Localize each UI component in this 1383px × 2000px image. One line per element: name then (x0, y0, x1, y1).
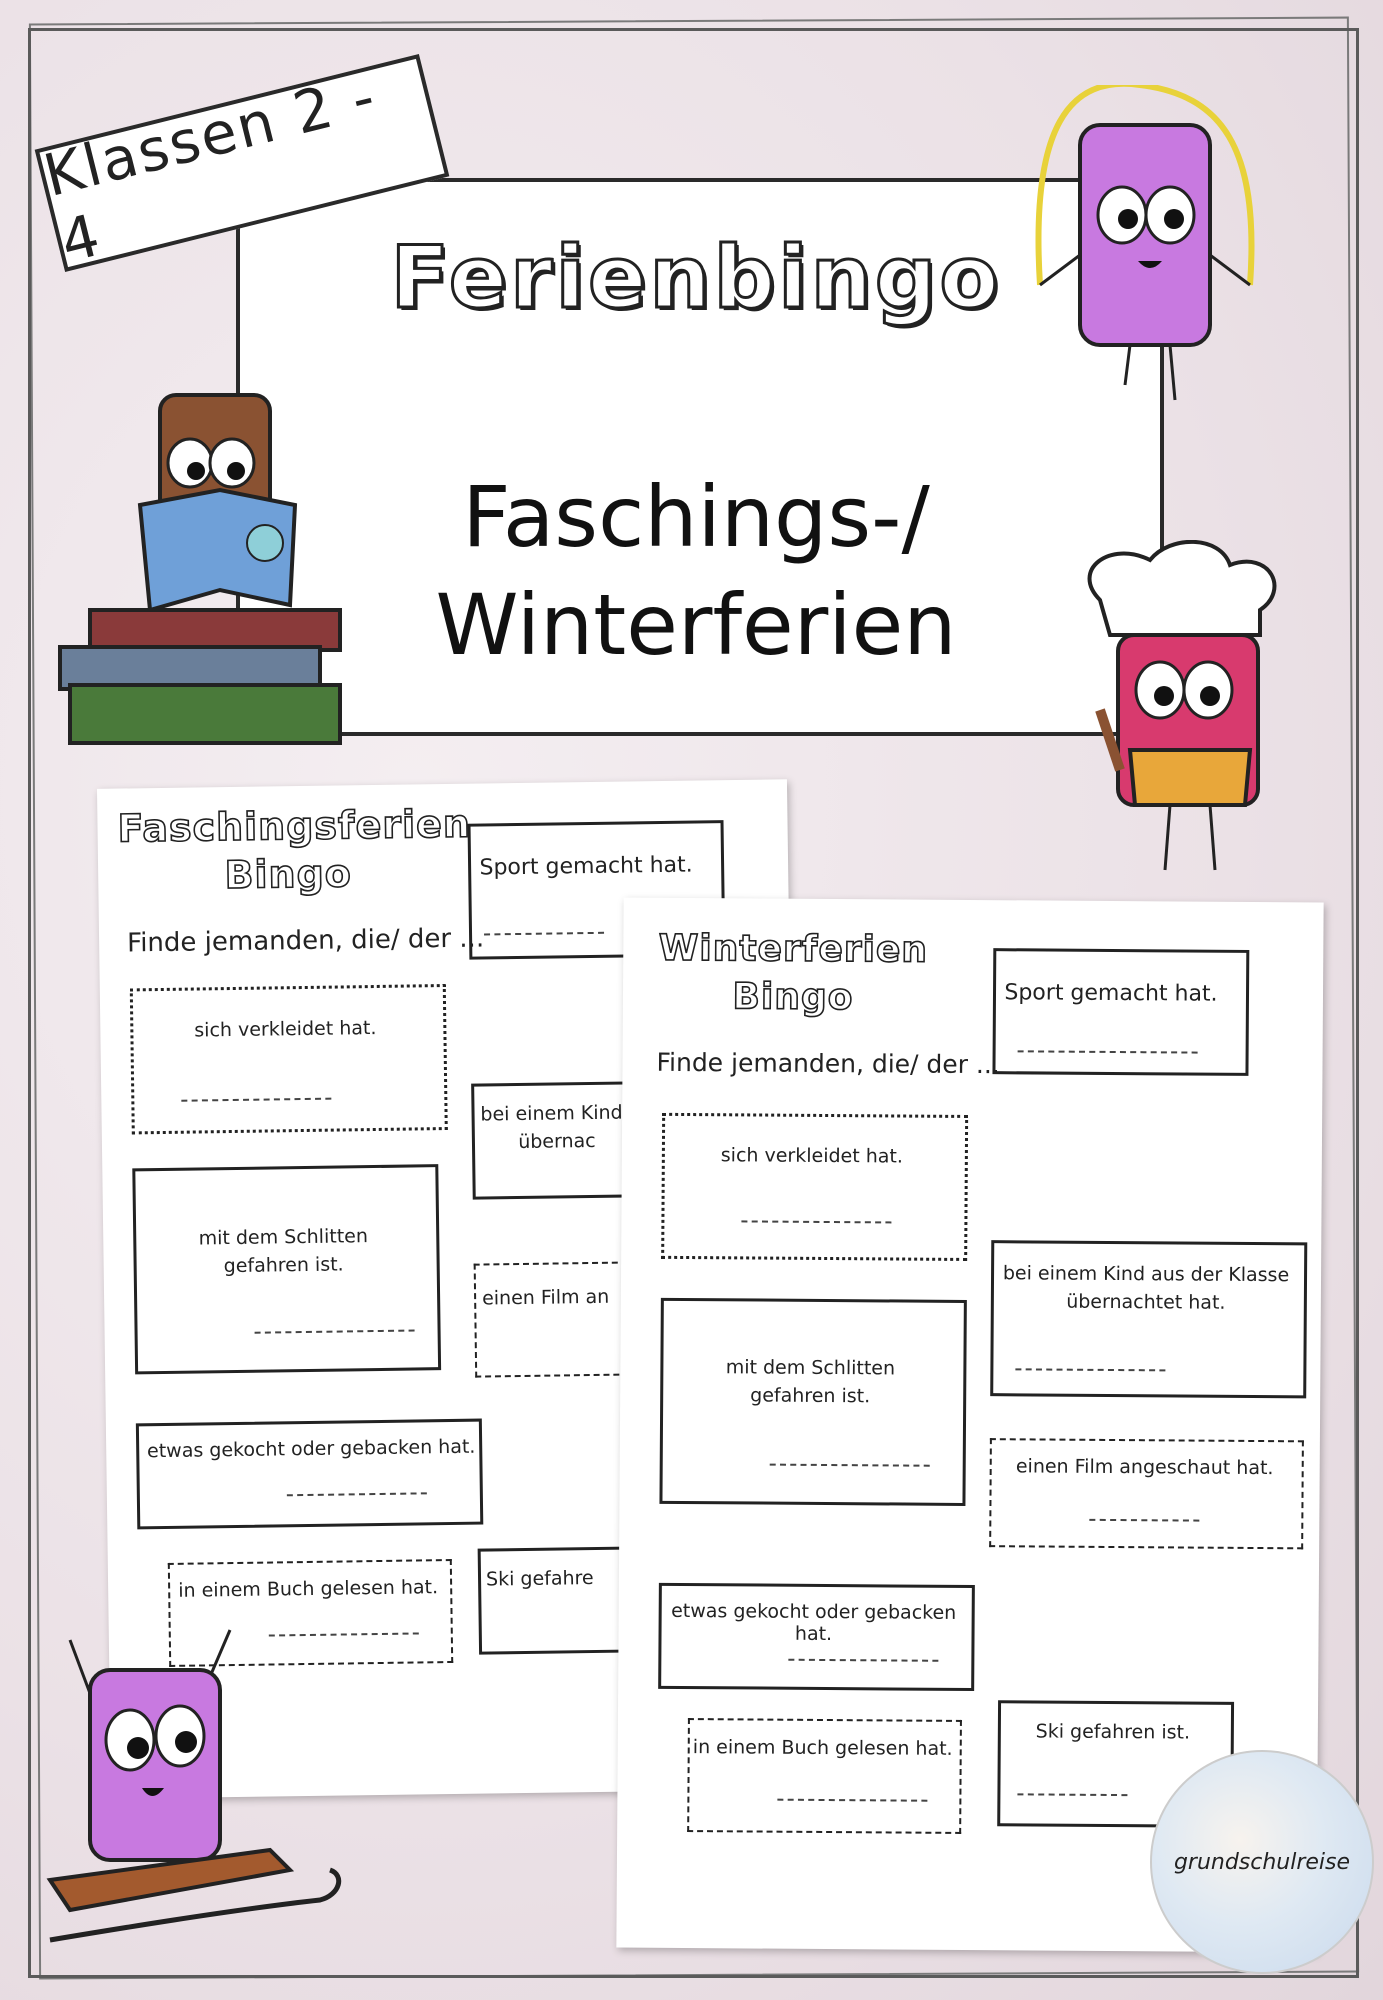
reading-character-illustration (58, 393, 342, 745)
field-ski-back (477, 1546, 636, 1655)
field-verkleidet-back-label: sich verkleidet hat. (194, 1016, 377, 1042)
main-title: Ferienbingo (389, 227, 1002, 330)
sheet-front-title-1: Winterferien (658, 927, 929, 971)
subtitle-line-2: Winterferien (435, 576, 957, 674)
field-ski-front-label: Ski gefahren ist. (1035, 1720, 1191, 1744)
field-schlitten-front-label-2: gefahren ist. (750, 1384, 871, 1408)
field-gekocht-front-label: etwas gekocht oder gebacken hat. (671, 1599, 957, 1646)
field-film-front-label: einen Film angeschaut hat. (1015, 1455, 1274, 1480)
field-uebernachtet-back-label-2: übernac (518, 1129, 596, 1154)
field-verkleidet-back (129, 984, 448, 1135)
sheet-back-title-1: Faschingsferien (116, 801, 472, 852)
grundschulreise-logo: grundschulreise (1150, 1750, 1374, 1974)
title-card (236, 178, 1164, 736)
field-gekocht-back-label: etwas gekocht oder gebacken hat. (146, 1435, 476, 1463)
field-film-back (473, 1261, 630, 1378)
field-sport-back-label: Sport gemacht hat. (479, 852, 693, 881)
sled-character-illustration (46, 1629, 342, 1943)
logo-text: grundschulreise (1173, 1849, 1351, 1875)
field-verkleidet-front-label: sich verkleidet hat. (720, 1144, 904, 1168)
sheet-front-title-2: Bingo (732, 976, 855, 1019)
field-buch-back-label: in einem Buch gelesen hat. (178, 1576, 439, 1602)
sheet-front-intro: Finde jemanden, die/ der ... (656, 1047, 1000, 1080)
field-buch-front-label: in einem Buch gelesen hat. (692, 1736, 953, 1760)
sheet-back-title-2: Bingo (223, 851, 353, 898)
subtitle-line-1: Faschings-/ (462, 468, 930, 566)
field-gekocht-back (135, 1418, 484, 1530)
sheet-back-intro: Finde jemanden, die/ der ... (126, 923, 485, 959)
field-schlitten-back-label-1: mit dem Schlitten (198, 1225, 369, 1250)
outer-frame (28, 28, 1359, 1978)
field-sport-front (992, 948, 1250, 1076)
field-schlitten-front-label-1: mit dem Schlitten (725, 1356, 896, 1380)
field-uebernachtet-front-label-1: bei einem Kind aus der Klasse (1002, 1262, 1290, 1287)
field-verkleidet-front (661, 1112, 969, 1261)
jumprope-character-illustration (1035, 85, 1255, 401)
chef-character-illustration (1087, 540, 1277, 871)
field-ski-back-label: Ski gefahre (485, 1567, 594, 1591)
field-sport-front-label: Sport gemacht hat. (1004, 980, 1218, 1007)
field-film-back-label: einen Film an (481, 1285, 610, 1310)
field-schlitten-back-label-2: gefahren ist. (223, 1253, 344, 1278)
field-uebernachtet-back-label: bei einem Kind (480, 1101, 623, 1126)
field-uebernachtet-front-label-2: übernachtet hat. (1066, 1290, 1226, 1314)
